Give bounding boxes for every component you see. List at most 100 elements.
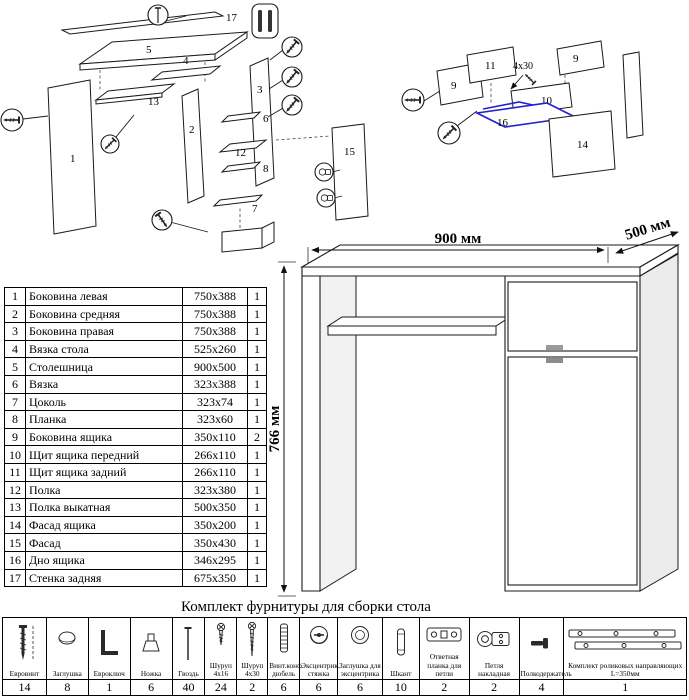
part-label: 8 xyxy=(263,163,269,175)
hardware-item: Винт.конф. дюбель 6 xyxy=(268,618,304,695)
desk-exploded-diagram: 17 5 4 13 1 2 3 xyxy=(0,3,369,253)
hardware-item: Полкодержатель 4 xyxy=(519,618,572,695)
tabletop xyxy=(299,244,681,268)
part-back-wall xyxy=(60,11,225,35)
hardware-item: Евроключ 1 xyxy=(88,618,131,695)
hardware-item: Заглушка 8 xyxy=(46,618,89,695)
nail-icon xyxy=(173,618,205,670)
euroscrew-icon xyxy=(3,618,46,670)
part-label: 6 xyxy=(263,113,269,125)
screw-short-icon xyxy=(205,618,236,662)
dimension-depth: 500 мм xyxy=(623,215,672,244)
part-label: 1 xyxy=(70,153,76,165)
drawer-handle-groove xyxy=(546,345,563,350)
part-label: 2 xyxy=(189,124,195,136)
dowel-icon xyxy=(383,618,419,670)
hardware-item: Шуруп 4x30 2 xyxy=(237,618,269,695)
cap-icon xyxy=(47,618,88,670)
part-label: 17 xyxy=(226,12,238,24)
desk-dimension-view: 900 мм 500 мм 766 мм xyxy=(268,215,681,597)
hardware-item: Ответная планка для петли 2 xyxy=(419,618,470,695)
screw-size-note: 4x30 xyxy=(513,61,533,72)
part-label: 15 xyxy=(344,146,356,158)
door-handle-groove xyxy=(546,358,563,363)
hexkey-icon xyxy=(89,618,130,670)
part-label: 5 xyxy=(146,44,152,56)
part-label: 14 xyxy=(577,139,589,151)
part-label: 4 xyxy=(183,55,189,67)
fastener-callout xyxy=(316,188,336,208)
part-drawer-side-right xyxy=(556,40,605,76)
hardware-item: Евровинт 14 xyxy=(3,618,47,695)
foot-icon xyxy=(131,618,172,670)
part-crossbar xyxy=(220,111,262,123)
hardware-item: Шкант 10 xyxy=(382,618,420,695)
part-label: 13 xyxy=(148,96,160,108)
hardware-item: Заглушка для эксцентрика 6 xyxy=(338,618,383,695)
fastener-callout xyxy=(251,3,279,39)
shelf-pin-icon xyxy=(520,618,564,670)
part-middle-side xyxy=(181,88,205,204)
hardware-item: Петля накладная 2 xyxy=(469,618,520,695)
part-label: 7 xyxy=(252,203,258,215)
cam-lock-icon xyxy=(300,618,337,662)
part-edge-panel xyxy=(622,51,644,139)
hinge-plate-icon xyxy=(420,618,469,653)
drawer-slide-icon xyxy=(564,618,686,662)
dowel-screw-icon xyxy=(268,618,299,662)
hardware-kit-title: Комплект фурнитуры для сборки стола xyxy=(181,599,431,615)
fastener-callout xyxy=(314,162,334,182)
part-label: 3 xyxy=(257,84,263,96)
part-label: 9 xyxy=(573,53,579,65)
part-drawer-back xyxy=(466,46,517,84)
keyboard-tray xyxy=(326,316,512,327)
part-left-side xyxy=(47,79,97,235)
hardware-item: Эксцентрик. стяжка 6 xyxy=(300,618,340,695)
part-label: 9 xyxy=(451,80,457,92)
dowel-icon xyxy=(258,10,262,32)
dimension-height: 766 мм xyxy=(268,406,283,453)
dimension-width: 900 мм xyxy=(435,231,482,247)
hardware-kit-table: Евровинт 14 Заглушка 8 Евроключ 1 Ножка … xyxy=(2,617,687,696)
part-label: 11 xyxy=(485,60,496,72)
hardware-item: Комплект роликовых направляющих L=350мм … xyxy=(564,618,687,695)
part-drawer-facade xyxy=(548,110,616,178)
hardware-item: Шуруп 4x16 24 xyxy=(205,618,238,695)
part-plinth xyxy=(212,194,264,207)
part-shelf xyxy=(218,139,268,153)
part-label: 12 xyxy=(235,147,246,159)
part-drawer-box xyxy=(221,227,263,253)
screw-icon xyxy=(522,71,537,86)
part-label: 10 xyxy=(541,95,553,107)
part-stretcher xyxy=(150,65,222,81)
part-strip xyxy=(220,161,262,173)
hardware-item: Ножка 6 xyxy=(130,618,173,695)
cabinet-door xyxy=(507,356,638,586)
screw-long-icon xyxy=(237,618,267,662)
dowel-icon xyxy=(268,10,272,32)
drawer-front xyxy=(507,281,638,352)
hardware-item: Гвоздь 40 xyxy=(172,618,206,695)
left-leg-panel xyxy=(301,275,321,592)
cam-cap-icon xyxy=(338,618,382,662)
hinge-icon xyxy=(470,618,519,662)
